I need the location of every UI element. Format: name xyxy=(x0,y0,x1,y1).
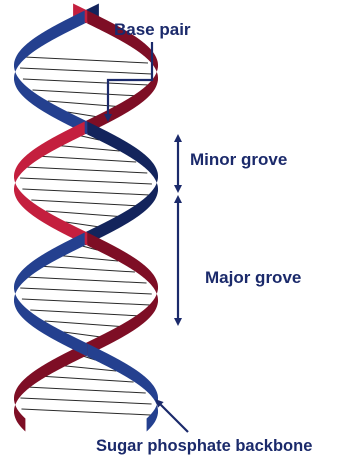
base-pair-rung xyxy=(36,156,136,162)
base-pair-rung xyxy=(38,376,133,382)
base-pair-rung xyxy=(48,101,124,107)
blue-strand-segment xyxy=(14,11,87,135)
red-strand-segment xyxy=(85,233,158,357)
base-pair-rung xyxy=(37,266,135,272)
base-pair-rung xyxy=(25,277,146,283)
base-pair-rung xyxy=(22,299,150,305)
base-pair-rung xyxy=(20,178,152,184)
minor-groove-label: Minor grove xyxy=(190,150,287,170)
base-pair-rung xyxy=(46,211,126,217)
base-pair-rung xyxy=(21,409,150,415)
annotations xyxy=(108,42,188,432)
base-pair-rung xyxy=(20,68,152,74)
base-pair-rung xyxy=(31,200,140,206)
blue-strand-segment xyxy=(87,344,158,432)
strands xyxy=(14,4,158,432)
base-pair-label: Base pair xyxy=(114,20,191,40)
base-pair-rung xyxy=(24,57,148,63)
base-pair-rung xyxy=(52,145,119,151)
blue-strand-segment xyxy=(14,233,87,357)
base-pair-rung xyxy=(25,167,148,173)
red-strand-segment xyxy=(14,122,87,246)
base-pair-rung xyxy=(33,90,140,96)
base-pair-rung xyxy=(22,189,149,195)
base-pair-rung xyxy=(45,321,128,327)
base-pair-rung xyxy=(30,310,141,316)
backbone-pointer xyxy=(158,402,188,432)
base-pair-rung xyxy=(20,288,152,294)
base-pair-rung xyxy=(20,398,151,404)
base-pair-rung xyxy=(26,387,145,393)
red-strand-segment xyxy=(14,344,85,432)
sugar-phosphate-backbone-label: Sugar phosphate backbone xyxy=(96,437,312,456)
major-groove-label: Major grove xyxy=(205,268,301,288)
